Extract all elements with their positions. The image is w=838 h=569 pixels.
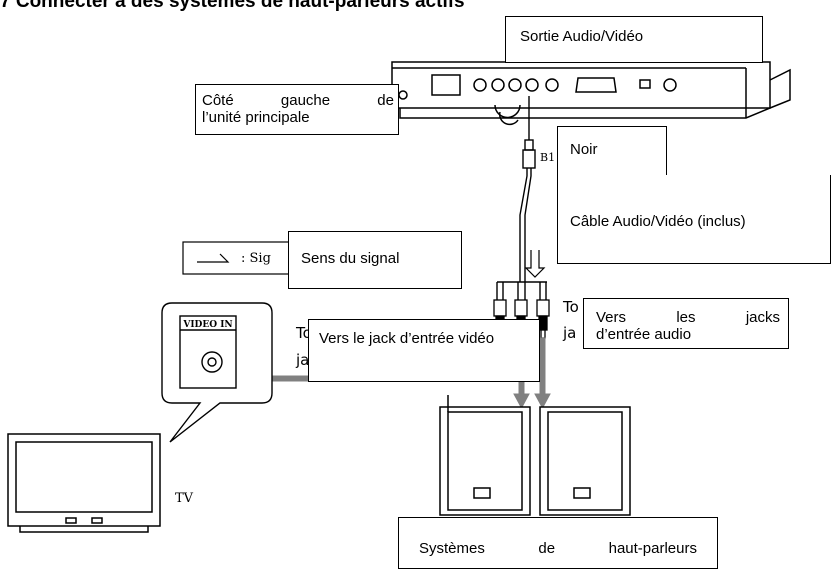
signal-direction-label: Sens du signal [288, 231, 462, 289]
cable-label: Câble Audio/Vidéo (inclus) [557, 175, 831, 264]
black-label: Noir [557, 126, 667, 176]
underlying-text: ja [296, 351, 310, 369]
tv-label: TV [175, 491, 194, 506]
plug-label: B1 [540, 151, 555, 164]
underlying-text: ja [563, 324, 577, 342]
tv-icon [7, 433, 161, 533]
speakers-text: Systèmes de haut-parleurs [419, 540, 697, 557]
speakers-label: Systèmes de haut-parleurs [398, 517, 718, 569]
left-side-label: Côté gauche de l’unité principale [195, 84, 399, 135]
video-in-label: VIDEO IN [182, 320, 232, 330]
video-jack-text: Vers le jack d’entrée vidéo [319, 330, 495, 347]
speaker-icon [439, 395, 631, 516]
black-text: Noir [570, 141, 598, 158]
video-in-jack-icon [201, 351, 223, 373]
signal-legend-text: : Sig [241, 251, 271, 266]
av-output-text: Sortie Audio/Vidéo [520, 28, 644, 45]
page-title: 7 Connecter à des systèmes de haut-parle… [0, 0, 465, 12]
audio-jacks-label: Vers les jacks d’entrée audio [583, 298, 789, 349]
underlying-text: To [296, 324, 312, 342]
dvd-player-icon [391, 61, 791, 126]
left-side-line-2: l’unité principale [202, 109, 310, 126]
video-in-panel [161, 302, 273, 443]
signal-arrow-icon [524, 250, 546, 278]
cable-text: Câble Audio/Vidéo (inclus) [570, 213, 746, 230]
av-output-label: Sortie Audio/Vidéo [505, 16, 763, 63]
audio-jacks-line-1: Vers les jacks [596, 309, 780, 326]
signal-legend [182, 241, 294, 275]
av-cable [496, 96, 547, 300]
video-jack-label: Vers le jack d’entrée vidéo [308, 319, 540, 382]
underlying-text: To [563, 298, 579, 316]
left-side-line-1: Côté gauche de [202, 92, 394, 109]
signal-direction-text: Sens du signal [301, 250, 400, 267]
audio-jacks-line-2: d’entrée audio [596, 326, 692, 343]
